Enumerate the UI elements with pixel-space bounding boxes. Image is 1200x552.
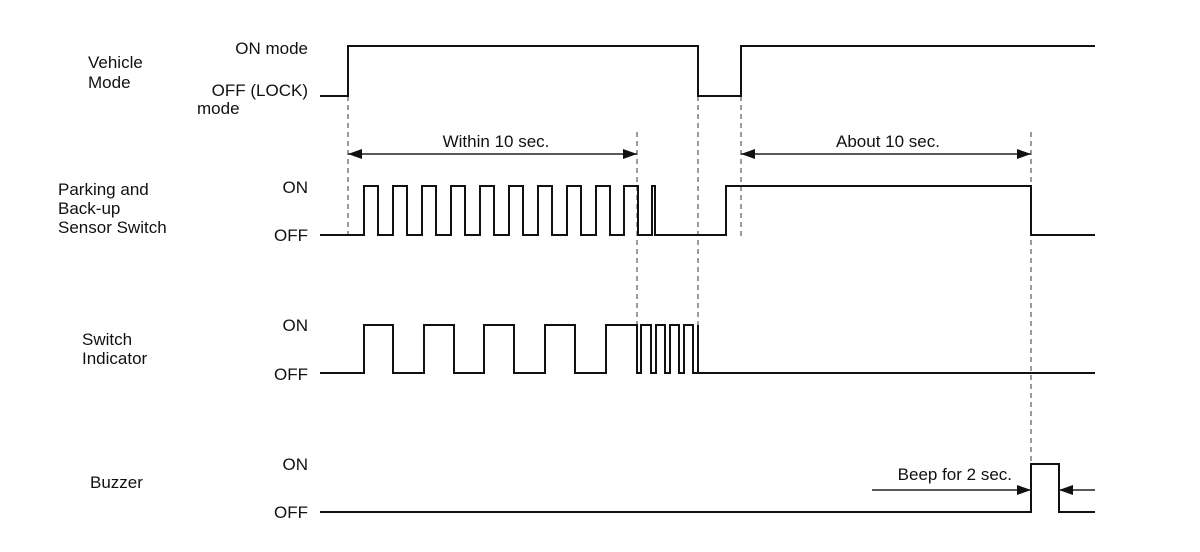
- sensor-switch-name-line2: Back-up: [58, 199, 120, 218]
- about-arrow-right-head: [1017, 149, 1031, 159]
- vehicle-mode-low-label-line2: mode: [197, 99, 240, 118]
- buzzer-waveform: [320, 463, 1095, 513]
- sensor-switch-waveform: [320, 185, 1095, 236]
- sensor-switch-name-line3: Sensor Switch: [58, 218, 167, 237]
- switch-indicator-waveform: [320, 324, 1095, 374]
- within-label: Within 10 sec.: [443, 132, 550, 151]
- buzzer-high-label: ON: [283, 455, 309, 474]
- vehicle-mode-high-label: ON mode: [235, 39, 308, 58]
- buzzer-name: Buzzer: [90, 473, 143, 492]
- vehicle-mode-low-label-line1: OFF (LOCK): [212, 81, 308, 100]
- about-arrow-left-head: [741, 149, 755, 159]
- switch-indicator-low-label: OFF: [274, 365, 308, 384]
- sensor-switch-name-line1: Parking and: [58, 180, 149, 199]
- sensor-switch-low-label: OFF: [274, 226, 308, 245]
- vehicle-mode-name-line1: Vehicle: [88, 53, 143, 72]
- within-arrow-right-head: [623, 149, 637, 159]
- buzzer-low-label: OFF: [274, 503, 308, 522]
- beep-label: Beep for 2 sec.: [898, 465, 1012, 484]
- about-label: About 10 sec.: [836, 132, 940, 151]
- switch-indicator-name-line1: Switch: [82, 330, 132, 349]
- vehicle-mode-name-line2: Mode: [88, 73, 131, 92]
- beep-arrow-right-head: [1059, 485, 1073, 495]
- vehicle-mode-waveform: [320, 45, 1095, 97]
- switch-indicator-name-line2: Indicator: [82, 349, 148, 368]
- sensor-switch-high-label: ON: [283, 178, 309, 197]
- beep-arrow-left-head: [1017, 485, 1031, 495]
- within-arrow-left-head: [348, 149, 362, 159]
- switch-indicator-high-label: ON: [283, 316, 309, 335]
